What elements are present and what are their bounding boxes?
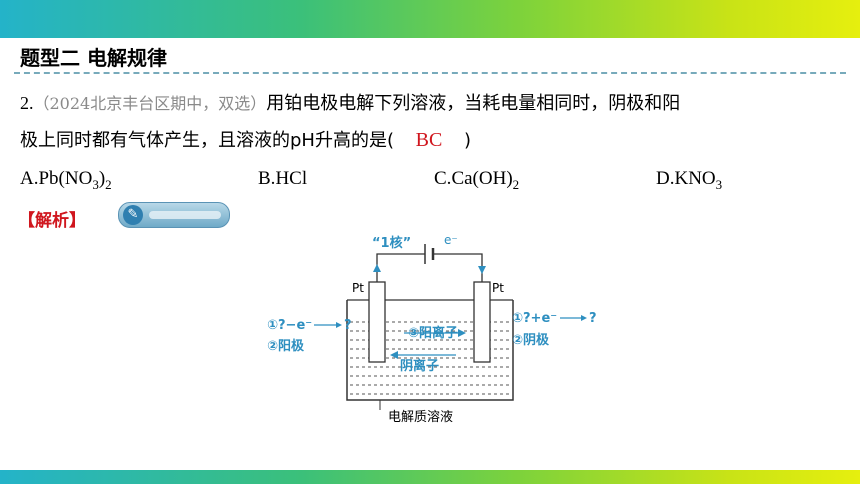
option-a-tail: ) xyxy=(98,168,106,189)
right-step2-label: ②阴极 xyxy=(512,332,550,348)
question-source: （2024北京丰台区期中，双选） xyxy=(33,94,267,113)
option-d-letter: D. xyxy=(656,168,675,189)
option-b[interactable]: B.HCl xyxy=(258,168,307,190)
anion-arrow-head xyxy=(390,351,398,359)
option-a-letter: A. xyxy=(20,168,39,189)
right-electrode-label: Pt xyxy=(492,281,504,295)
option-c-sub: 2 xyxy=(512,176,520,192)
right-step1-label: ①?+e⁻ xyxy=(512,311,557,326)
down-arrow-icon xyxy=(478,266,486,274)
option-a-sub: 3 xyxy=(92,176,99,192)
badge-label-bar xyxy=(149,211,221,219)
option-d[interactable]: D.KNO3 xyxy=(656,168,722,193)
video-badge-button[interactable]: ✎ xyxy=(118,202,230,228)
right-wire xyxy=(433,253,483,282)
question-stem-2: 极上同时都有气体产生，且溶液的pH升高的是( xyxy=(20,130,394,151)
question-stem-1: 用铂电极电解下列溶液，当耗电量相同时，阴极和阳 xyxy=(266,93,681,114)
left-electrode-label: Pt xyxy=(352,281,364,295)
option-c-letter: C. xyxy=(434,168,452,189)
beaker-outline xyxy=(346,300,514,401)
battery-label: “1核” xyxy=(372,235,411,251)
title-divider xyxy=(14,72,846,74)
option-a[interactable]: A.Pb(NO3)2 xyxy=(20,168,112,193)
cation-label: ③阳离子 xyxy=(408,325,458,341)
left-step1-arrowhead xyxy=(336,322,342,328)
cation-arrow-head xyxy=(458,329,466,337)
option-d-sub: 3 xyxy=(715,176,723,192)
answer-text: BC xyxy=(415,129,443,151)
option-d-formula: KNO xyxy=(674,168,716,189)
option-b-formula: HCl xyxy=(275,168,308,189)
anion-label: 阴离子 xyxy=(400,358,439,374)
option-b-letter: B. xyxy=(258,168,276,189)
right-step1-arrowhead xyxy=(581,315,587,321)
left-electrode xyxy=(368,281,386,363)
option-a-sub2: 2 xyxy=(105,176,112,192)
electron-label: e⁻ xyxy=(444,233,458,247)
left-step2-label: ②阳极 xyxy=(267,338,305,354)
left-step1-product: ? xyxy=(344,318,352,333)
page-title: 题型二 电解规律 xyxy=(20,46,167,70)
option-a-formula: Pb(NO xyxy=(38,168,93,189)
close-paren: ) xyxy=(463,130,472,151)
right-step1-product: ? xyxy=(589,311,597,326)
solution-label: 电解质溶液 xyxy=(388,410,453,425)
play-icon: ✎ xyxy=(123,205,143,225)
left-step1-label: ①?−e⁻ xyxy=(267,318,312,333)
analysis-label: 【解析】 xyxy=(18,211,86,231)
footer-gradient-bar xyxy=(0,470,860,484)
header-gradient-bar xyxy=(0,0,860,38)
left-wire xyxy=(376,253,425,282)
question-number: 2. xyxy=(20,93,34,113)
right-electrode xyxy=(473,281,491,363)
up-arrow-icon xyxy=(373,264,381,272)
question-line-2: 极上同时都有气体产生，且溶液的pH升高的是( BC) xyxy=(20,127,471,154)
option-c-formula: Ca(OH) xyxy=(451,168,513,189)
option-c[interactable]: C.Ca(OH)2 xyxy=(434,168,519,193)
question-line-1: 2.（2024北京丰台区期中，双选）用铂电极电解下列溶液，当耗电量相同时，阴极和… xyxy=(20,90,680,117)
